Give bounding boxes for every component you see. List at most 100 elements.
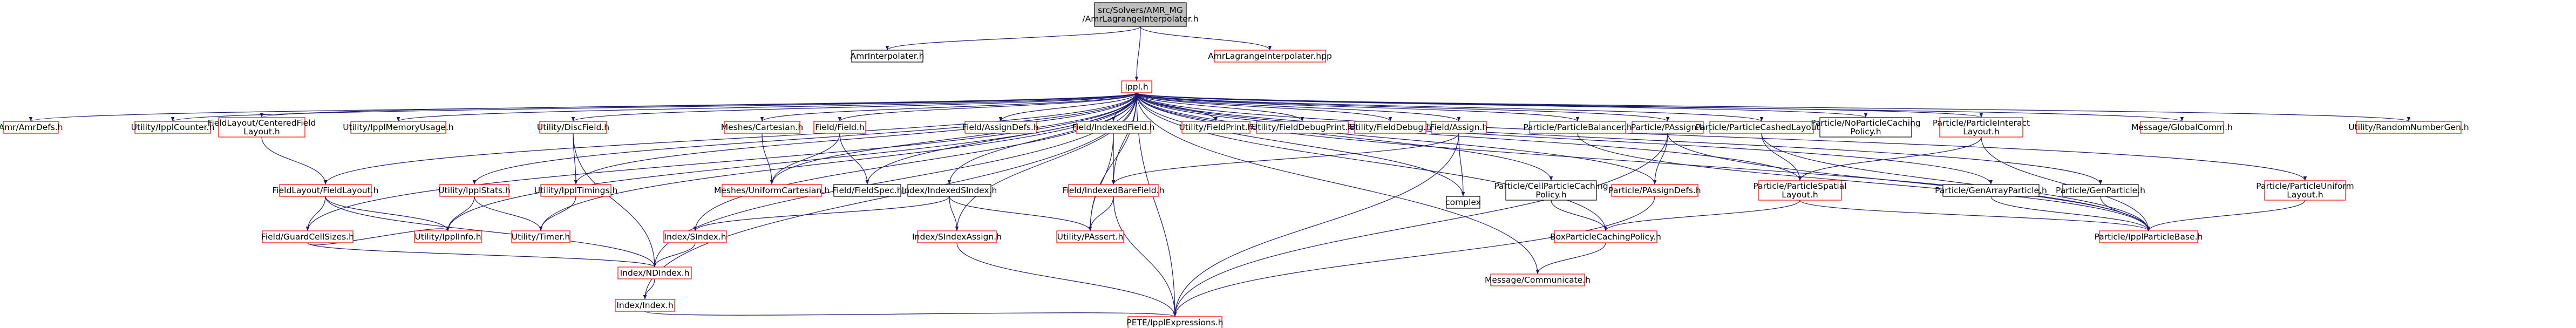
node-passign-defs[interactable]: Particle/PAssignDefs.h	[1608, 184, 1701, 197]
include-edge-field_layout-to-nd_index	[325, 196, 657, 268]
node-ippl-memory-usage[interactable]: Utility/IpplMemoryUsage.h	[343, 121, 454, 134]
include-edge-ippl-to-spatial_layout	[1136, 92, 1802, 181]
node-pete[interactable]: PETE/IpplExpressions.h	[1126, 316, 1224, 328]
node-assign-defs[interactable]: Field/AssignDefs.h	[962, 121, 1039, 134]
include-edge-uniform_layout-to-ippl_particle_base	[2146, 200, 2306, 231]
include-edge-ippl-to-timer	[539, 92, 1137, 231]
include-edge-guard_cell_sizes-to-nd_index	[307, 242, 656, 268]
node-passign[interactable]: Particle/PAssign.h	[1631, 121, 1704, 134]
node-ippl-counter[interactable]: Utility/IpplCounter.h	[131, 121, 215, 134]
node-passert[interactable]: Utility/PAssert.h	[1056, 230, 1124, 243]
include-edge-ippl-to-box_caching	[1136, 92, 1608, 231]
node-random-number-gen[interactable]: Utility/RandomNumberGen.h	[2348, 121, 2469, 134]
node-sindex-assign[interactable]: Index/SIndexAssign.h	[912, 230, 1002, 243]
node-label: Field/Assign.h	[1430, 122, 1487, 132]
node-label: Layout.h	[1782, 190, 1818, 200]
node-global-comm[interactable]: Message/GlobalComm.h	[2131, 121, 2233, 134]
node-box	[1939, 117, 2023, 138]
include-edge-passign_defs-to-pete	[1173, 196, 1655, 317]
include-edge-field_assign-to-indexed_bare_field	[1111, 133, 1459, 185]
node-box	[539, 121, 607, 134]
node-label: Layout.h	[2287, 190, 2323, 200]
node-indexed-field[interactable]: Field/IndexedField.h	[1072, 121, 1155, 134]
node-box	[279, 184, 372, 197]
node-field-spec[interactable]: Field/FieldSpec.h	[832, 184, 902, 197]
include-edge-ippl-to-global_comm	[1136, 92, 2184, 122]
node-sindex[interactable]: Index/SIndex.h	[663, 230, 727, 243]
node-box	[3, 121, 59, 134]
node-label: Utility/PAssert.h	[1057, 232, 1124, 242]
node-box-caching[interactable]: BoxParticleCachingPolicy.h	[1550, 230, 1661, 243]
node-box	[1127, 316, 1222, 328]
node-label: Utility/IpplStats.h	[438, 186, 511, 195]
node-particle-balancer[interactable]: Particle/ParticleBalancer.h	[1523, 121, 1632, 134]
node-box	[1490, 274, 1585, 286]
node-label: Index/NDIndex.h	[620, 268, 690, 278]
node-label: Utility/IpplMemoryUsage.h	[343, 122, 453, 132]
node-box	[724, 121, 800, 134]
node-box	[722, 184, 822, 197]
node-ippl[interactable]: Ippl.h	[1121, 80, 1152, 93]
node-communicate[interactable]: Message/Communicate.h	[1485, 274, 1591, 286]
node-disc-field[interactable]: Utility/DiscField.h	[537, 121, 609, 134]
node-amr-lagrange-hpp[interactable]: AmrLagrangeInterpolater.hpp	[1208, 50, 1332, 63]
node-box	[1214, 50, 1326, 63]
node-cashed-layout[interactable]: Particle/ParticleCashedLayout.h	[1696, 121, 1828, 134]
node-box	[1056, 230, 1124, 243]
node-gen-array[interactable]: Particle/GenArrayParticle.h	[1935, 184, 2047, 197]
include-edge-ippl-to-centered_field_layout	[260, 92, 1137, 118]
node-ippl-info[interactable]: Utility/IpplInfo.h	[414, 230, 482, 243]
node-label: Amr/AmrDefs.h	[0, 122, 63, 132]
node-uniform-cartesian[interactable]: Meshes/UniformCartesian.h	[714, 184, 830, 197]
node-box	[1758, 180, 1842, 201]
node-label: Layout.h	[1963, 127, 1999, 136]
node-label: Particle/PAssign.h	[1631, 122, 1704, 132]
node-indexed-bare-field[interactable]: Field/IndexedBareField.h	[1063, 184, 1165, 197]
node-label: Utility/IpplTimings.h	[534, 186, 618, 195]
node-index[interactable]: Index/Index.h	[615, 299, 675, 312]
node-gen-particle[interactable]: Particle/GenParticle.h	[2056, 184, 2145, 197]
node-box	[414, 230, 482, 243]
include-edge-passign-to-passign_defs	[1653, 133, 1668, 185]
node-label: Particle/GenParticle.h	[2056, 186, 2145, 195]
node-ippl-stats[interactable]: Utility/IpplStats.h	[438, 184, 511, 197]
include-edge-ippl-to-ippl_timings	[574, 92, 1137, 185]
include-edge-field-to-field_spec	[839, 133, 869, 185]
include-edge-passign-to-ippl_particle_base	[1667, 133, 2151, 231]
node-box	[1554, 230, 1657, 243]
node-complex[interactable]: complex	[1445, 196, 1481, 209]
node-amr-defs[interactable]: Amr/AmrDefs.h	[0, 121, 63, 134]
node-field-debug-print[interactable]: Utility/FieldDebugPrint.h	[1252, 121, 1353, 134]
node-ippl-particle-base[interactable]: Particle/IpplParticleBase.h	[2095, 230, 2203, 243]
node-box	[1446, 196, 1480, 209]
node-nd-index[interactable]: Index/NDIndex.h	[617, 266, 692, 279]
include-edge-index-to-pete	[644, 311, 1177, 317]
node-label: Policy.h	[1535, 190, 1566, 200]
include-edge-ippl_timings-to-timer	[539, 196, 576, 231]
node-ippl-timings[interactable]: Utility/IpplTimings.h	[534, 184, 618, 197]
node-label: Utility/DiscField.h	[537, 122, 609, 132]
include-edge-ippl-to-uniform_cartesian	[770, 92, 1137, 185]
include-edge-indexed_sindex-to-sindex	[693, 196, 950, 231]
include-edge-guard_cell_sizes-to-ippl_info	[307, 226, 450, 245]
node-field-assign[interactable]: Field/Assign.h	[1430, 121, 1487, 134]
node-field[interactable]: Field/Field.h	[813, 121, 866, 134]
node-label: Utility/FieldPrint.h	[1179, 122, 1253, 132]
include-edge-ippl-to-field	[838, 92, 1137, 122]
node-label: Utility/FieldDebugPrint.h	[1252, 122, 1353, 132]
node-indexed-sindex[interactable]: Index/IndexedSIndex.h	[902, 184, 997, 197]
node-field-debug[interactable]: Utility/FieldDebug.h	[1349, 121, 1431, 134]
node-meshes-cartesian[interactable]: Meshes/Cartesian.h	[721, 121, 803, 134]
node-amr-interpolater[interactable]: AmrInterpolater.h	[851, 50, 925, 63]
node-guard-cell-sizes[interactable]: Field/GuardCellSizes.h	[261, 230, 354, 243]
node-field-layout[interactable]: FieldLayout/FieldLayout.h	[273, 184, 379, 197]
node-timer[interactable]: Utility/Timer.h	[511, 230, 570, 243]
node-field-print[interactable]: Utility/FieldPrint.h	[1179, 121, 1253, 134]
node-label: Field/AssignDefs.h	[962, 122, 1038, 132]
